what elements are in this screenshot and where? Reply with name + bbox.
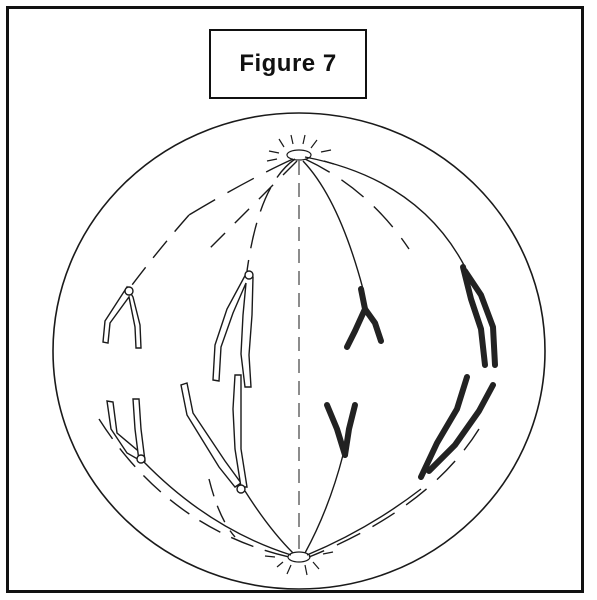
- chromosome-left-middle: [213, 271, 253, 387]
- figure-frame: Figure 7: [6, 6, 584, 593]
- chromosome-right-lower: [421, 377, 493, 477]
- chromosome-left-lower: [107, 399, 145, 463]
- chromosome-center-lower: [181, 375, 247, 493]
- chromosome-right-middle: [327, 405, 355, 455]
- chromosome-right-upper: [347, 289, 381, 347]
- cell-diagram: [9, 9, 587, 596]
- spindle-fibres-bottom: [99, 419, 479, 557]
- chromosome-right-far: [463, 267, 495, 365]
- top-pole: [267, 135, 334, 164]
- spindle-fibres-top: [129, 157, 465, 289]
- bottom-pole: [265, 552, 333, 575]
- chromosome-left-upper: [103, 287, 141, 348]
